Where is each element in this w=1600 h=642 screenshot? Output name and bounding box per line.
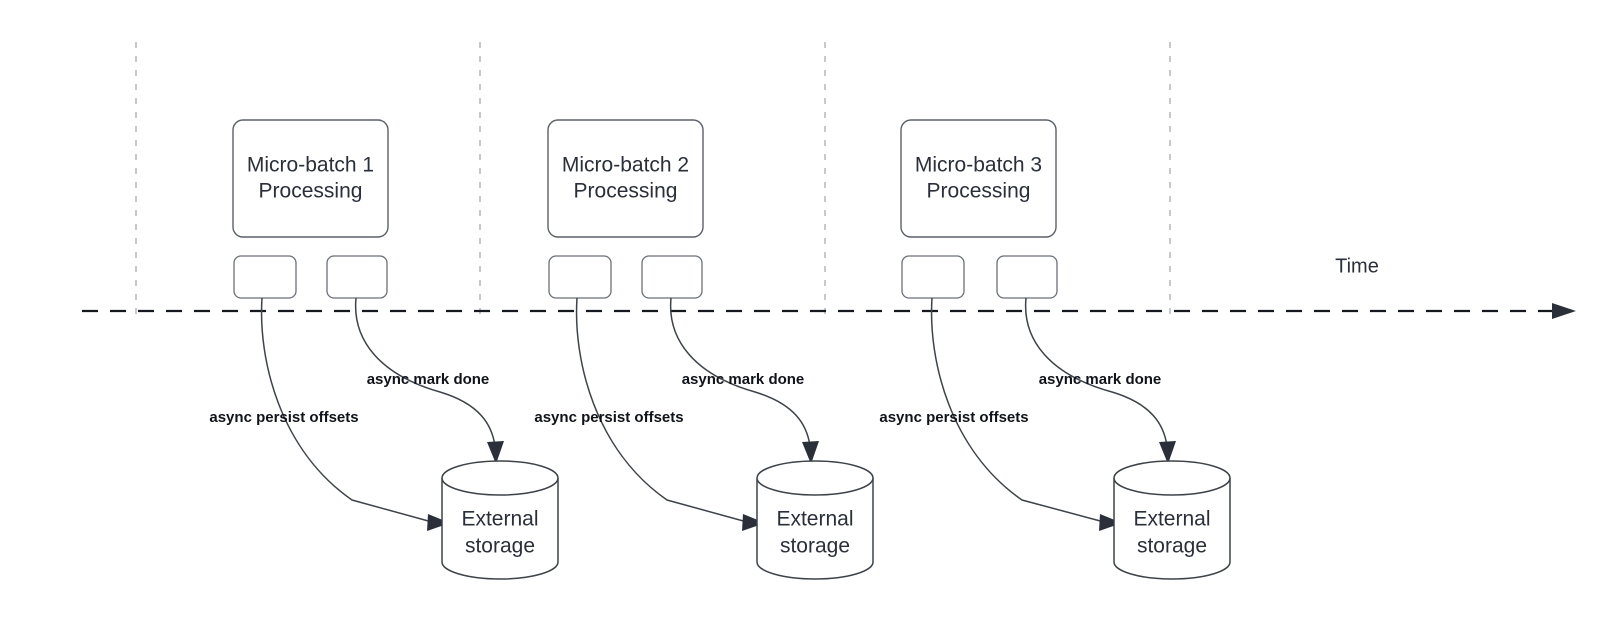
batch-1-mark-done-edge	[354, 297, 496, 447]
batch-1-persist-offsets-label: async persist offsets	[209, 409, 358, 426]
batch-1-mini-box-right[interactable]	[326, 255, 388, 299]
batch-1-mark-done-label: async mark done	[367, 371, 490, 388]
batch-1-storage-label-line1: External	[461, 508, 538, 531]
batch-2-mini-box-left[interactable]	[548, 255, 612, 299]
batch-3-storage-label-line2: storage	[1137, 535, 1207, 558]
batch-1-storage-label-line2: storage	[465, 535, 535, 558]
micro-batch-3-label-line2: Processing	[927, 180, 1031, 203]
batch-2-mark-done-arrowhead	[802, 441, 819, 464]
batch-3-mini-box-right[interactable]	[996, 255, 1058, 299]
batch-1-mark-done-arrowhead	[487, 441, 504, 464]
batch-1-mini-box-left[interactable]	[233, 255, 297, 299]
batch-3-mini-box-left[interactable]	[901, 255, 965, 299]
batch-2-storage-label-line2: storage	[780, 535, 850, 558]
batch-1-persist-offsets-edge	[260, 297, 433, 523]
micro-batch-1-label-line1: Micro-batch 1	[247, 154, 374, 177]
batch-2-persist-offsets-label: async persist offsets	[534, 409, 683, 426]
time-axis-label: Time	[1335, 255, 1379, 277]
batch-2-mark-done-edge	[669, 297, 811, 447]
batch-3-mark-done-edge	[1024, 297, 1168, 447]
micro-batch-2-label-line2: Processing	[574, 180, 678, 203]
batch-3-mark-done-arrowhead	[1159, 441, 1176, 464]
batch-3-mark-done-label: async mark done	[1039, 371, 1162, 388]
batch-2-mark-done-label: async mark done	[682, 371, 805, 388]
batch-group-3: Micro-batch 3 Processing async persist o…	[879, 119, 1231, 580]
batch-2-mini-box-right[interactable]	[641, 255, 703, 299]
micro-batch-1-box[interactable]	[232, 119, 389, 238]
batch-3-storage-label-line1: External	[1133, 508, 1210, 531]
micro-batch-2-box[interactable]	[547, 119, 704, 238]
micro-batch-1-label-line2: Processing	[259, 180, 363, 203]
batch-1-external-storage[interactable]: External storage	[441, 460, 559, 580]
batch-2-external-storage[interactable]: External storage	[756, 460, 874, 580]
batch-2-storage-label-line1: External	[776, 508, 853, 531]
timeline-axis: Time	[82, 255, 1576, 319]
batch-3-persist-offsets-edge	[930, 297, 1105, 523]
batch-3-persist-offsets-arrowhead	[1099, 514, 1122, 531]
batch-2-persist-offsets-arrowhead	[742, 514, 765, 531]
batch-group-2: Micro-batch 2 Processing async persist o…	[534, 119, 874, 580]
batch-dividers	[135, 42, 1171, 316]
batch-3-persist-offsets-label: async persist offsets	[879, 409, 1028, 426]
micro-batch-3-label-line1: Micro-batch 3	[915, 154, 1042, 177]
batch-3-external-storage[interactable]: External storage	[1113, 460, 1231, 580]
micro-batch-2-label-line1: Micro-batch 2	[562, 154, 689, 177]
batch-1-persist-offsets-arrowhead	[427, 514, 450, 531]
batch-group-1: Micro-batch 1 Processing async persist o…	[209, 119, 559, 580]
arrow-right-icon	[1552, 303, 1576, 319]
micro-batch-3-box[interactable]	[900, 119, 1057, 238]
batch-2-persist-offsets-edge	[575, 297, 748, 523]
